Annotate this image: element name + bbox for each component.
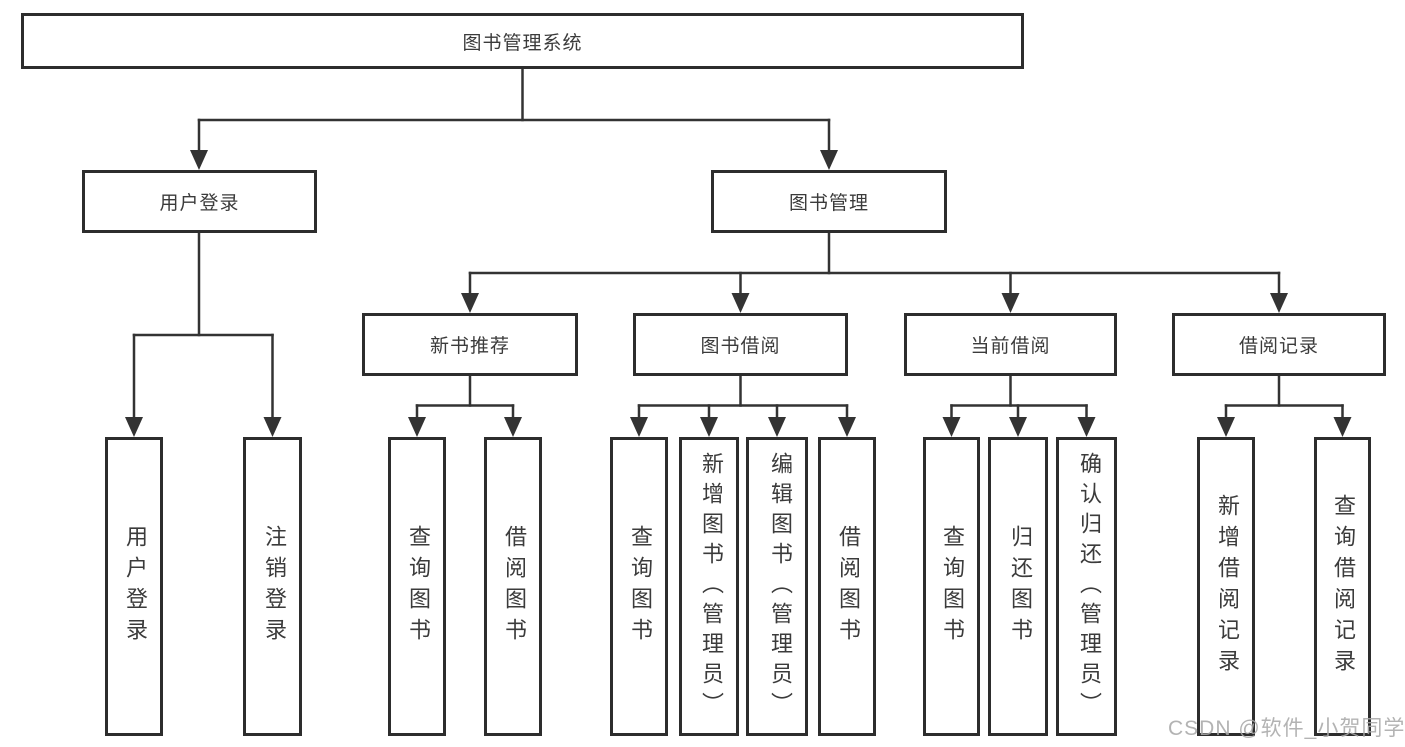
node-leaf-confirm-return-admin: 确认归还（管理员） [1056,437,1117,736]
node-leaf-return-books: 归还图书 [988,437,1048,736]
arrowhead-icon [504,417,522,437]
node-leaf-query-books-current: 查询图书 [923,437,980,736]
node-book-borrowing: 图书借阅 [633,313,848,376]
node-leaf-logout: 注销登录 [243,437,302,736]
csdn-watermark: CSDN @软件_小贺同学 [1168,717,1405,740]
node-leaf-query-borrow-record: 查询借阅记录 [1314,437,1371,736]
arrowhead-icon [1333,417,1352,437]
arrowhead-icon [1217,417,1235,437]
arrowhead-icon [461,293,479,313]
node-borrowing-records: 借阅记录 [1172,313,1386,376]
node-root-library-system: 图书管理系统 [21,13,1024,69]
arrowhead-icon [1077,417,1096,437]
arrowhead-icon [408,417,426,437]
arrowhead-icon [838,417,856,437]
node-current-borrowing: 当前借阅 [904,313,1117,376]
node-leaf-user-login: 用户登录 [105,437,163,736]
node-book-management: 图书管理 [711,170,947,233]
arrowhead-icon [630,417,648,437]
node-leaf-edit-books-admin: 编辑图书（管理员） [746,437,808,736]
arrowhead-icon [700,417,718,437]
node-new-book-recommendation: 新书推荐 [362,313,578,376]
arrowhead-icon [190,150,208,170]
arrowhead-icon [1009,417,1027,437]
arrowhead-icon [125,417,143,437]
arrowhead-icon [731,293,750,313]
node-user-login: 用户登录 [82,170,317,233]
arrowhead-icon [263,417,282,437]
node-leaf-add-books-admin: 新增图书（管理员） [679,437,739,736]
arrowhead-icon [1270,293,1288,313]
arrowhead-icon [820,150,838,170]
node-leaf-borrow-books: 借阅图书 [818,437,876,736]
arrowheads [125,150,1352,437]
node-leaf-query-books-recommend: 查询图书 [388,437,446,736]
arrowhead-icon [942,417,961,437]
arrowhead-icon [1001,293,1020,313]
node-leaf-borrow-books-recommend: 借阅图书 [484,437,542,736]
arrowhead-icon [768,417,786,437]
node-leaf-add-borrow-record: 新增借阅记录 [1197,437,1255,736]
node-leaf-query-books-borrowing: 查询图书 [610,437,668,736]
